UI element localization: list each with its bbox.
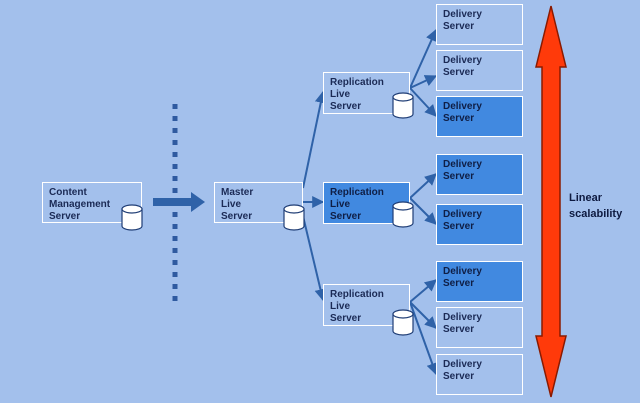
master-to-replication-connectors: [302, 90, 327, 302]
replication-live-server-1-label-line-1: Replication: [330, 77, 384, 88]
replication-live-server-3-label-line-3: Server: [330, 313, 362, 324]
scalability-label-line-1: Linear: [569, 192, 603, 204]
replication-live-server-2-label-line-3: Server: [330, 211, 362, 222]
delivery-server-2-label-line-1: Delivery: [443, 55, 482, 66]
replication-live-server-2-label-line-1: Replication: [330, 187, 384, 198]
delivery-server-2-label-line-2: Server: [443, 67, 475, 78]
replication-live-server-2-label-line-2: Live: [330, 199, 351, 210]
master-live-server-label-line-2: Live: [221, 199, 242, 210]
publish-arrow: [153, 192, 205, 212]
delivery-server-1-label-line-2: Server: [443, 21, 475, 32]
scalability-label-line-2: scalability: [569, 208, 623, 220]
linear-scalability-label: Linear scalability: [569, 190, 622, 222]
replication-live-server-3-label-line-2: Live: [330, 301, 351, 312]
delivery-server-5-label-line-2: Server: [443, 221, 475, 232]
delivery-server-4-label-line-1: Delivery: [443, 159, 482, 170]
delivery-server-8-label-line-2: Server: [443, 371, 475, 382]
delivery-server-4-label-line-2: Server: [443, 171, 475, 182]
delivery-server-7-label-line-1: Delivery: [443, 312, 482, 323]
delivery-server-7-label-line-2: Server: [443, 324, 475, 335]
linear-scalability-arrow: [535, 5, 567, 398]
delivery-server-8-label-line-1: Delivery: [443, 359, 482, 370]
master-live-server-label-line-3: Server: [221, 211, 253, 222]
replication-live-server-1-label-line-2: Live: [330, 89, 351, 100]
master-live-server-label-line-1: Master: [221, 187, 254, 198]
replication-live-server-1-label-line-3: Server: [330, 101, 362, 112]
replication-to-delivery-connectors: [409, 28, 438, 376]
content-management-server-label-line-3: Server: [49, 211, 81, 222]
content-management-server-label-line-2: Management: [49, 199, 111, 210]
replication-live-server-3-label-line-1: Replication: [330, 289, 384, 300]
delivery-server-3-label-line-2: Server: [443, 113, 475, 124]
delivery-server-6-label-line-1: Delivery: [443, 266, 482, 277]
delivery-server-6-label-line-2: Server: [443, 278, 475, 289]
delivery-server-3-label-line-1: Delivery: [443, 101, 482, 112]
delivery-server-5-label-line-1: Delivery: [443, 209, 482, 220]
delivery-server-1-label-line-1: Delivery: [443, 9, 482, 20]
content-management-server-label-line-1: Content: [49, 187, 87, 198]
